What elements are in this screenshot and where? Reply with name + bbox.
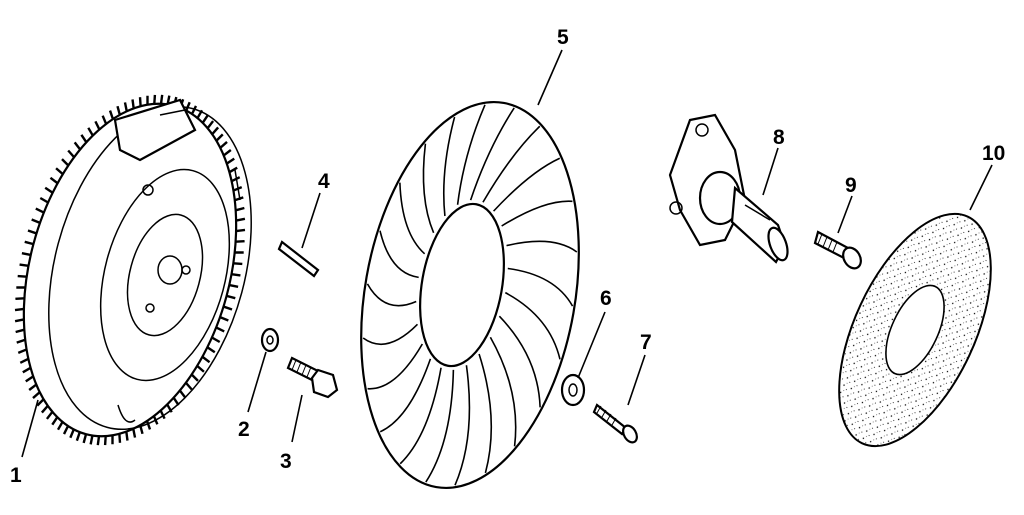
fan-icon	[360, 100, 580, 490]
leader-line	[291, 394, 303, 443]
leader-line	[577, 311, 606, 379]
leader-lines	[21, 49, 993, 458]
callout-1: 1	[10, 464, 22, 487]
callout-10: 10	[982, 142, 1005, 165]
key-icon	[277, 240, 320, 278]
callout-5: 5	[557, 26, 569, 49]
screw-icon	[813, 230, 862, 270]
callout-labels: 1 2 3 4 5 6 7 8 9 10	[10, 26, 1005, 487]
callout-7: 7	[640, 331, 652, 354]
flywheel-icon	[14, 94, 252, 446]
callout-9: 9	[845, 174, 857, 197]
washer-icon	[560, 373, 586, 407]
leader-line	[969, 164, 993, 211]
callout-2: 2	[238, 418, 250, 441]
leader-line	[762, 147, 779, 196]
leader-line	[247, 351, 267, 413]
callout-6: 6	[600, 287, 612, 310]
leader-line	[837, 195, 853, 234]
callout-3: 3	[280, 450, 292, 473]
screen-disc-icon	[838, 212, 992, 448]
leader-line	[627, 354, 646, 406]
screw-icon	[592, 403, 638, 444]
leader-line	[21, 399, 39, 458]
callout-8: 8	[773, 126, 785, 149]
leader-line	[537, 49, 563, 106]
washer-icon	[260, 327, 280, 353]
callout-4: 4	[318, 170, 330, 193]
hub-adapter-icon	[668, 113, 789, 264]
bolt-icon	[286, 356, 339, 399]
leader-line	[301, 192, 321, 249]
